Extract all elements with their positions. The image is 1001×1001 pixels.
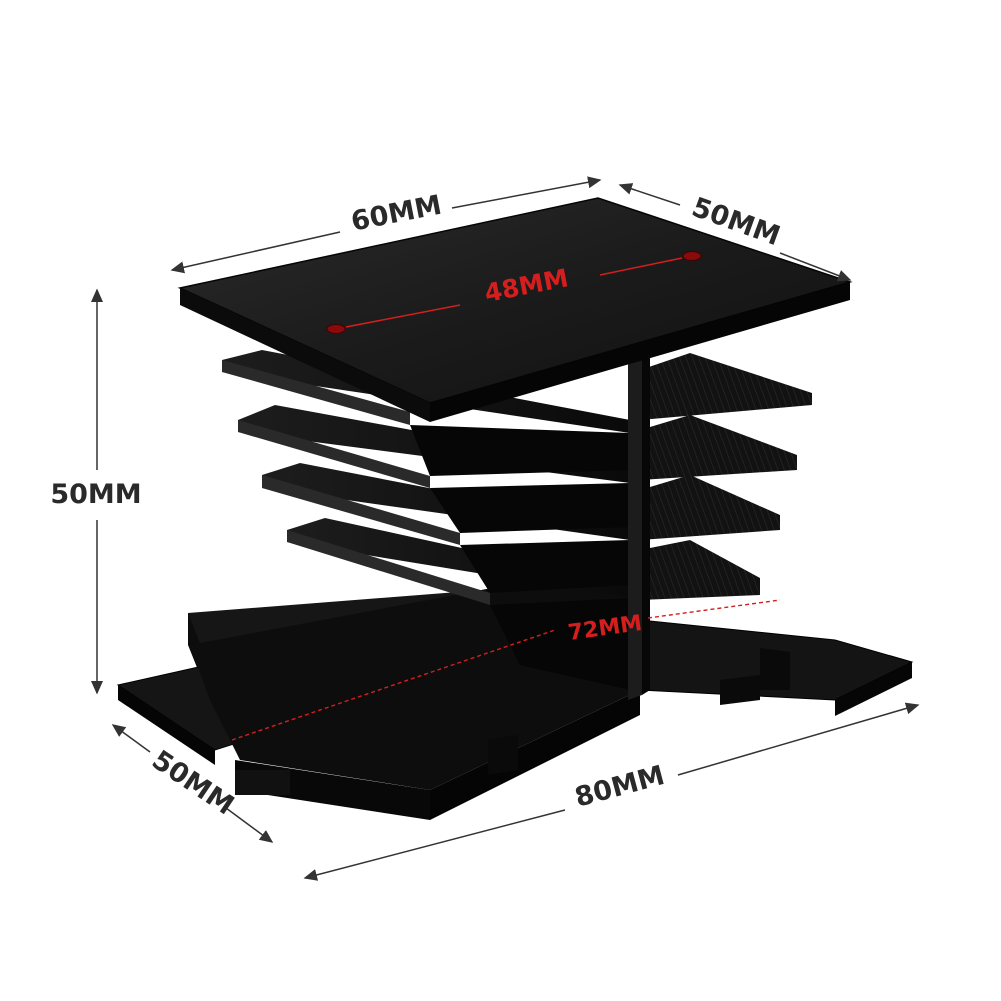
heatsink-center-web: [628, 355, 650, 700]
height-label: 50MM: [50, 479, 141, 510]
red-dimension-lines: [231, 257, 781, 741]
heatsink-fins-right: [640, 353, 812, 600]
heatsink-base: [116, 560, 914, 820]
heatsink-top-plate: [177, 197, 853, 422]
mounting-hole-left: [326, 324, 346, 334]
mounting-hole-right: [682, 251, 702, 261]
base-depth-label: 50MM: [146, 745, 239, 822]
dimension-arrows: [91, 176, 920, 881]
top-width-label: 60MM: [349, 190, 445, 238]
base-width-label: 80MM: [572, 760, 668, 814]
